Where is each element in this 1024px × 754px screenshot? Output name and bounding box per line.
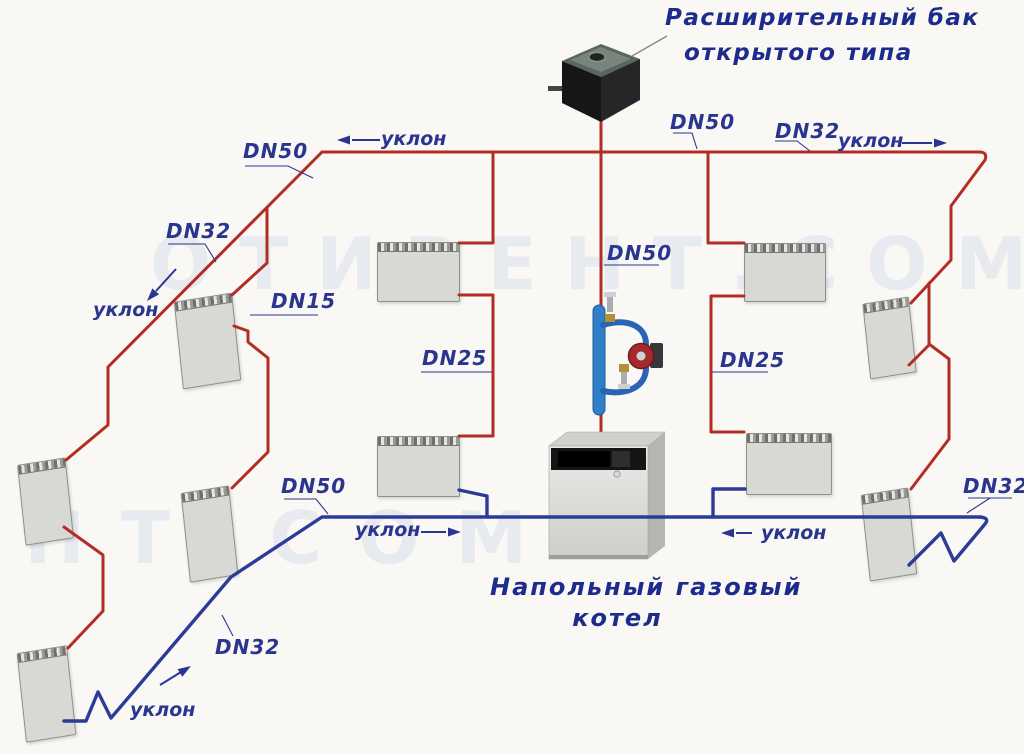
right-wall-drop [909,281,951,491]
slope-label-top-left: уклон [381,128,447,150]
dn-label-left-main: DN50 [243,139,309,163]
slope-label-bottom-left: уклон [130,699,196,721]
boiler-label-line1: Напольный газовый [490,573,803,601]
boiler-label-line2: котел [572,604,663,632]
slope-arrow-return-left-icon [721,528,752,538]
expansion-tank [548,35,668,122]
boiler-knob [613,470,621,478]
mid-right-branch [706,150,746,245]
radiator [377,436,460,497]
dn15-branch [230,206,269,297]
slope-arrow-left-icon [337,135,380,145]
bypass-sleeve [592,304,606,416]
label-leader-lines [168,132,1012,637]
mid-left-branch [457,150,495,245]
tank-leader-line [631,35,668,57]
mid-left-return [457,488,489,518]
radiator [377,242,460,302]
mid-right-return [711,487,747,518]
gas-boiler [548,431,666,560]
dn-label-mid-right: DN25 [720,348,786,372]
dn-label-mid-left: DN25 [422,346,488,370]
dn-label-left-diag: DN32 [166,219,232,243]
slope-arrows [147,135,947,686]
slope-arrow-right-icon [902,138,947,148]
slope-label-return-right: уклон [761,522,827,544]
dn-label-right-main-near: DN50 [670,110,736,134]
top-main-right [320,150,988,305]
dn-label-return-left-diag: DN32 [215,635,281,659]
slope-label-return-left: уклон [355,519,421,541]
dn-label-return-right: DN32 [963,474,1024,498]
slope-label-left-diag: уклон [93,299,159,321]
dn-label-riser: DN50 [607,241,673,265]
dn-label-right-main: DN32 [775,119,841,143]
circulation-pump-assembly [592,292,663,416]
watermark-bottom: ОТИВЕНТ.СОМ [0,496,564,580]
tank-opening [588,51,606,63]
return-main [62,515,982,723]
slope-label-top-right: уклон [838,130,904,152]
expansion-tank-label-line1: Расширительный бак [665,5,980,31]
right-radiator-stub [907,343,931,367]
dn-label-left-branch: DN15 [271,289,337,313]
expansion-tank-label-line2: открытого типа [684,40,913,66]
slope-arrow-return-right-icon [421,527,461,537]
left-wall-drop [62,525,105,650]
radiator [746,433,832,495]
return-right-loop [907,515,989,567]
mid-right-drop [709,294,746,434]
watermark-top: ОТИВЕНТ.СОМ [150,222,1024,306]
radiator [744,243,826,302]
dn15-drop [230,324,270,490]
dn-label-return-left: DN50 [281,474,347,498]
slope-arrow-down-left-icon [147,268,177,301]
mid-left-drop [457,293,495,438]
return-pipes [62,487,989,723]
slope-arrow-up-right-icon [159,666,191,686]
supply-pipes [62,116,988,650]
